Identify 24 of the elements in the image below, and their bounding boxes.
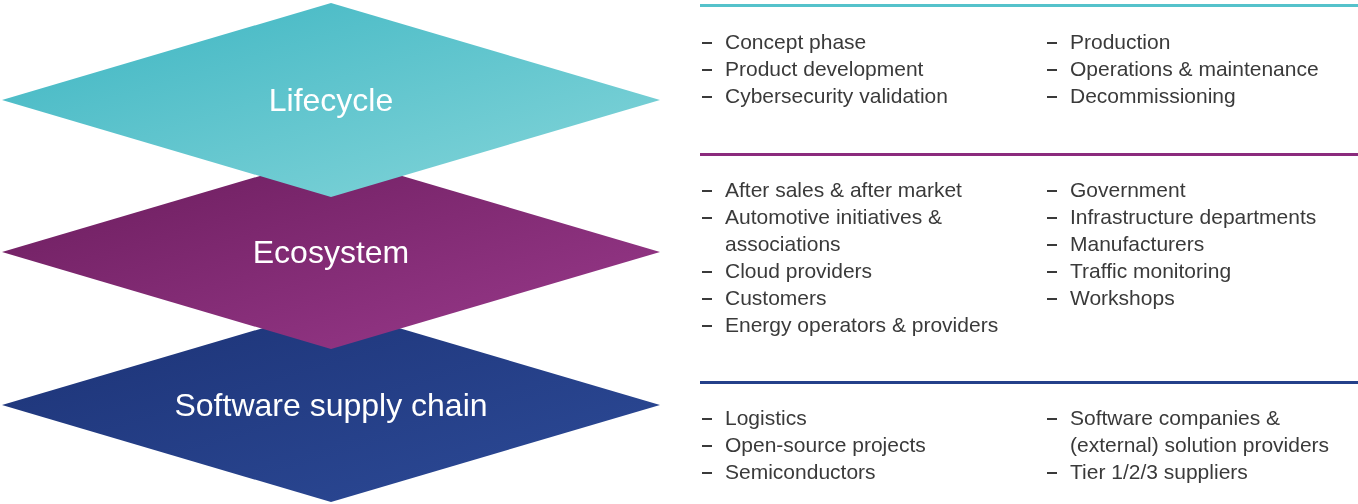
list-item: Open-source projects: [725, 433, 926, 456]
list-item: Tier 1/2/3 suppliers: [1070, 460, 1248, 483]
list-item: Energy operators & providers: [725, 313, 999, 336]
list-item: Concept phase: [725, 30, 867, 53]
list-item: Traffic monitoring: [1070, 259, 1232, 282]
list-item: Logistics: [725, 406, 807, 429]
list-item: Customers: [725, 286, 827, 309]
list-item: After sales & after market: [725, 178, 962, 201]
list-item: Infrastructure departments: [1070, 205, 1317, 228]
list-item: Software companies & (external) solution providers: [1070, 406, 1330, 456]
list-item: Semiconductors: [725, 460, 876, 483]
list-item: Decommissioning: [1070, 84, 1236, 107]
list-item: Manufacturers: [1070, 232, 1205, 255]
layer-title: Software supply chain: [173, 386, 489, 425]
layer-title: Ecosystem: [251, 233, 411, 272]
list-item: Government: [1070, 178, 1186, 201]
list-item: Operations & maintenance: [1070, 57, 1319, 80]
list-item: Automotive initiatives & associations: [725, 205, 943, 255]
list-item: Product development: [725, 57, 924, 80]
list-item: Workshops: [1070, 286, 1175, 309]
list-item: Production: [1070, 30, 1171, 53]
list-item: Cloud providers: [725, 259, 873, 282]
layer-title: Lifecycle: [267, 81, 395, 120]
list-item: Cybersecurity validation: [725, 84, 948, 107]
